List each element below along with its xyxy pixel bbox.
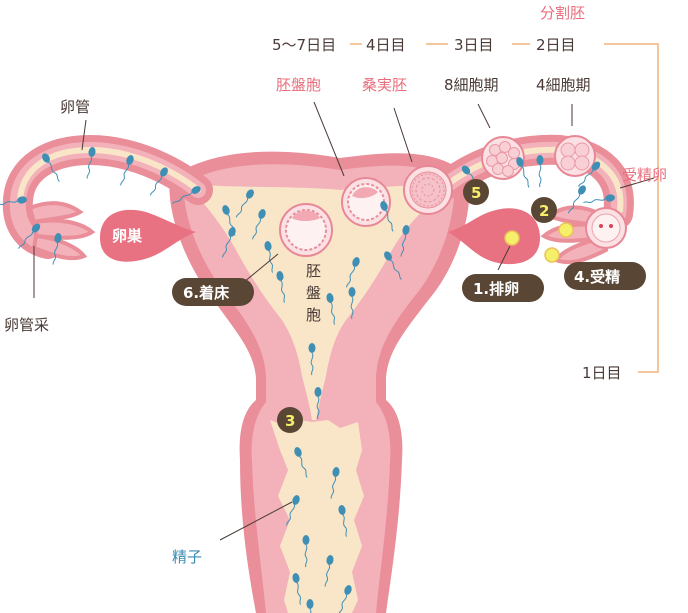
svg-text:6.着床: 6.着床 — [183, 284, 230, 302]
label-fertilized-egg: 受精卵 — [622, 166, 667, 184]
egg-2 — [545, 248, 559, 262]
fertilized-egg-cell — [586, 208, 626, 248]
label-eight-cell: 8細胞期 — [444, 76, 499, 94]
label-oviduct: 卵管 — [60, 98, 90, 116]
egg-1 — [559, 223, 573, 237]
egg-ovulated — [505, 231, 519, 245]
label-blastocyst-v1: 胚 — [306, 262, 321, 280]
label-fimbria: 卵管采 — [4, 316, 49, 334]
timeline-day-4: 4日目 — [366, 36, 406, 54]
four-cell-embryo — [555, 136, 595, 176]
label-sperm: 精子 — [172, 548, 202, 566]
step-badge-2: 2 — [531, 197, 557, 223]
label-four-cell: 4細胞期 — [536, 76, 591, 94]
svg-text:2: 2 — [539, 202, 549, 220]
svg-text:4.受精: 4.受精 — [574, 268, 620, 286]
timeline-day-1: 1日目 — [582, 364, 622, 382]
timeline-day-2: 2日目 — [536, 36, 576, 54]
label-morula: 桑実胚 — [362, 76, 407, 94]
timeline-day-3: 3日目 — [454, 36, 494, 54]
timeline-day-5-7: 5〜7日目 — [272, 36, 336, 54]
svg-text:3: 3 — [285, 412, 295, 430]
label-cleavage: 分割胚 — [540, 4, 585, 22]
label-blastocyst-v3: 胞 — [306, 306, 321, 324]
step-badge-4: 4.受精 — [564, 262, 646, 290]
blastocyst-implanting — [280, 204, 332, 256]
svg-text:5: 5 — [471, 184, 481, 202]
label-blastocyst-top: 胚盤胞 — [276, 76, 321, 94]
step-badge-3: 3 — [277, 407, 303, 433]
svg-text:1.排卵: 1.排卵 — [473, 280, 519, 298]
fimbria-left — [30, 203, 92, 258]
label-blastocyst-v2: 盤 — [306, 284, 321, 302]
step-badge-6: 6.着床 — [172, 278, 254, 306]
step-badge-1: 1.排卵 — [462, 274, 544, 302]
morula-embryo — [404, 166, 452, 214]
label-ovary: 卵巣 — [112, 227, 143, 245]
step-badge-5: 5 — [463, 179, 489, 205]
sperm-cell — [537, 155, 544, 187]
